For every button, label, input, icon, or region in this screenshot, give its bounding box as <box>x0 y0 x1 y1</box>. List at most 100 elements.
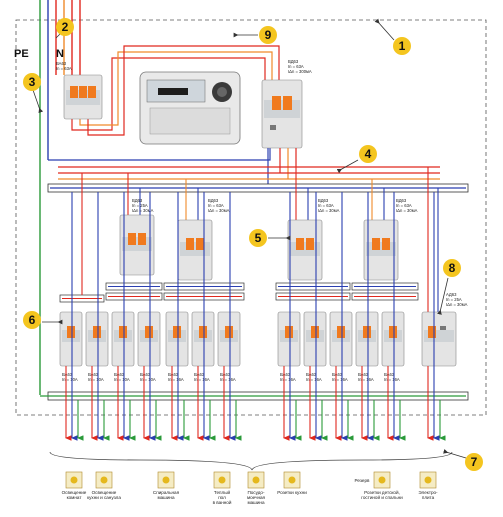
consumer-1-label-1: Освещение <box>62 490 87 495</box>
breaker-7-model: ВА63 <box>220 372 231 377</box>
callout-6: 6 <box>23 311 63 329</box>
group-rcd-1-rating: In = 25A <box>132 203 148 208</box>
consumer-5-label-1: Посудо- <box>247 490 265 495</box>
breaker-2-model: ВА63 <box>88 372 99 377</box>
callout-5: 5 <box>249 229 291 247</box>
breaker-6-rating: In = 16A <box>194 377 210 382</box>
breaker-6-model: ВА63 <box>194 372 205 377</box>
output-cable-11 <box>360 192 380 441</box>
consumer-9-label-2: плита <box>422 495 435 500</box>
rcd-outputs <box>267 148 297 188</box>
breaker-11-rating: In = 16A <box>358 377 374 382</box>
group-rcd-3: ВД63 In = 63A IΔn = 30мА <box>287 198 340 281</box>
group-rcd-2-rating: In = 63A <box>208 203 224 208</box>
incoming-feed <box>39 0 81 395</box>
consumer-7-label-1: Резерв <box>355 478 370 483</box>
breaker-1-model: ВА63 <box>62 372 73 377</box>
breaker-2-rating: In = 10A <box>88 377 104 382</box>
group-rcd-3-leak: IΔn = 30мА <box>318 208 340 213</box>
consumer-5-label-2: моечная <box>247 495 266 500</box>
group-rcd-3-rating: In = 63A <box>318 203 334 208</box>
output-cable-6 <box>196 192 216 441</box>
group-rcd-4-rating: In = 63A <box>396 203 412 208</box>
callout-4: 4 <box>336 145 377 174</box>
output-cable-1 <box>64 192 84 441</box>
group-rcd-4-model: ВД63 <box>396 198 407 203</box>
breaker-9-rating: In = 16A <box>306 377 322 382</box>
consumer-brace <box>49 451 453 471</box>
callout-1: 1 <box>374 18 411 55</box>
callout-6-label: 6 <box>29 313 36 327</box>
n-label: N <box>56 48 64 60</box>
breaker-11-model: ВА63 <box>358 372 369 377</box>
breaker-3-rating: In = 10A <box>114 377 130 382</box>
callout-1-label: 1 <box>399 39 406 53</box>
busbar-group-0 <box>59 173 105 303</box>
consumer-8: Розетки детской,гостиной и спальни <box>361 471 403 500</box>
output-cable-4 <box>142 192 162 441</box>
group-rcd-1-model: ВД63 <box>132 198 143 203</box>
callout-9: 9 <box>233 26 277 44</box>
output-cable-2 <box>90 192 110 441</box>
callout-7: 7 <box>443 449 483 471</box>
callout-8: 8 <box>437 259 461 315</box>
enclosure-outline <box>15 19 487 416</box>
breaker-1-rating: In = 10A <box>62 377 78 382</box>
group-rcd-4-leak: IΔn = 30мА <box>396 208 418 213</box>
output-cable-12 <box>386 192 406 441</box>
breaker-10-rating: In = 16A <box>332 377 348 382</box>
group-rcd-3-model: ВД63 <box>318 198 329 203</box>
pe-busbar <box>40 391 469 401</box>
output-cables <box>64 192 446 441</box>
breaker-4-model: ВА63 <box>140 372 151 377</box>
callout-7-label: 7 <box>471 455 478 469</box>
consumer-5-label-3: машина <box>247 500 265 505</box>
breaker-7-rating: In = 16A <box>220 377 236 382</box>
callout-8-label: 8 <box>449 261 456 275</box>
main-rcd: ВД63 In = 63A IΔn = 300мА <box>261 59 312 149</box>
breaker-9-model: ВА63 <box>306 372 317 377</box>
consumer-4-label-2: пол <box>218 495 226 500</box>
consumer-3-label-1: Спиральная <box>153 490 180 495</box>
diff-breaker-leak: IΔn = 30мА <box>446 302 468 307</box>
consumer-8-label-2: гостиной и спальни <box>361 494 403 500</box>
group-rcd-4: ВД63 In = 63A IΔn = 30мА <box>363 198 418 281</box>
breaker-4-rating: In = 10A <box>140 377 156 382</box>
consumer-2-label-2: кухни и санузла <box>87 495 121 500</box>
rcd-output-busbars <box>105 282 419 301</box>
main-rcd-leak: IΔn = 300мА <box>288 69 312 74</box>
diff-breaker-model: АД63 <box>446 292 457 297</box>
output-cable-3 <box>116 192 136 441</box>
callout-5-label: 5 <box>255 231 262 245</box>
consumer-4-label-1: Теплый <box>214 489 231 495</box>
group-rcd-2-model: ВД63 <box>208 198 219 203</box>
consumer-7: Резерв <box>355 478 370 483</box>
output-cable-7 <box>222 192 242 441</box>
group-rcd-feeds <box>127 167 385 220</box>
consumer-2-label-1: Освещение <box>92 490 117 495</box>
main-rcd-rating: In = 63A <box>288 64 304 69</box>
breaker-10-model: ВА63 <box>332 372 343 377</box>
breaker-8-rating: In = 16A <box>280 377 296 382</box>
consumer-6: Розетки кухни <box>277 471 307 495</box>
breaker-12-rating: In = 16A <box>384 377 400 382</box>
main-breaker-rating: In = 63A <box>56 66 72 71</box>
consumer-3-label-2: машина <box>157 495 175 500</box>
callout-2-label: 2 <box>62 20 69 34</box>
